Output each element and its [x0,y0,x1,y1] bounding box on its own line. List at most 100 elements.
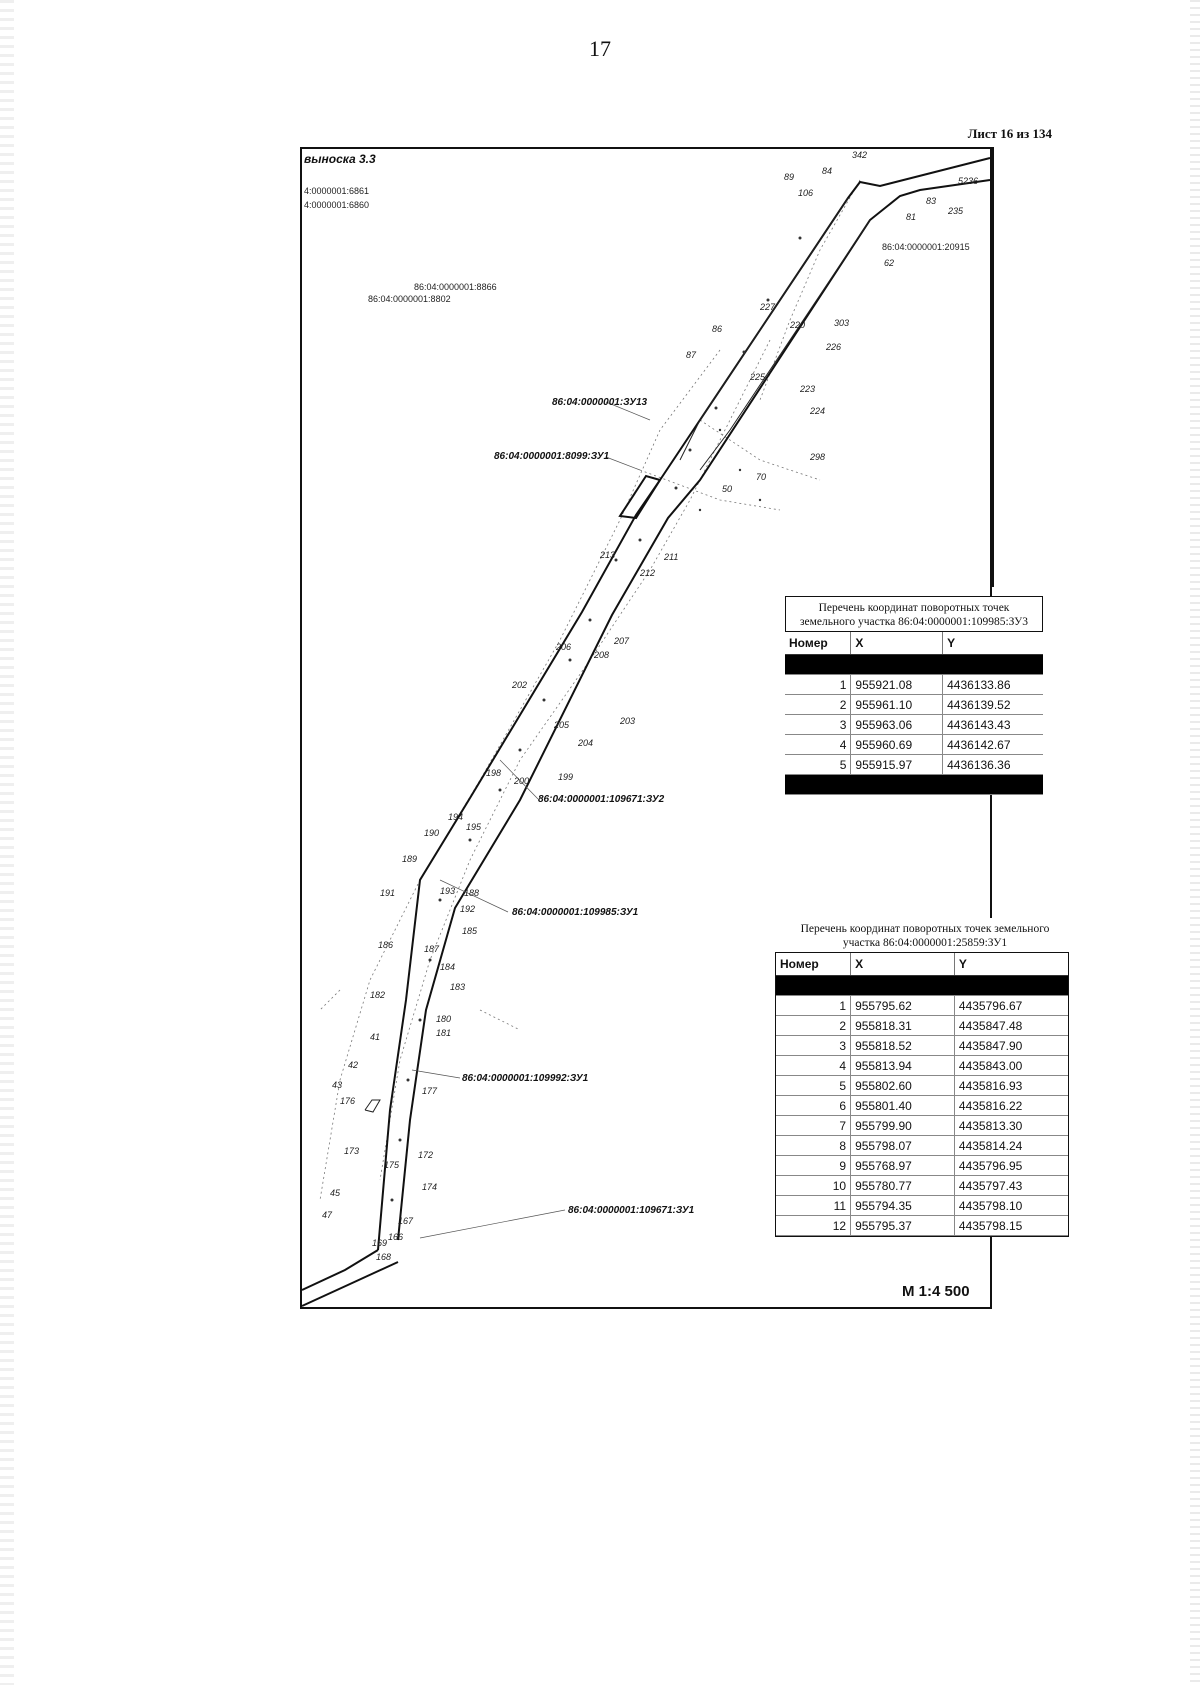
cell-y: 4435798.10 [954,1195,1068,1216]
point-label: 83 [926,196,936,206]
column-header-x: X [850,632,944,655]
black-bar-row [785,654,1043,675]
page-number: 17 [589,36,611,61]
point-label: 47 [322,1210,333,1220]
point-label: 167 [398,1216,414,1226]
cadastral-labels: 4:0000001:6861 4:0000001:6860 86:04:0000… [304,186,970,304]
point-label: 50 [722,484,732,494]
cell-x: 955780.77 [850,1175,955,1196]
table-row: 2 955961.10 4436139.52 [785,694,1043,715]
column-header-y: Y [954,953,1068,976]
cell-y: 4435843.00 [954,1055,1068,1076]
cell-y: 4435816.93 [954,1075,1068,1096]
cell-number: 3 [776,1035,852,1056]
point-label: 106 [798,188,813,198]
parcel-label: 86:04:0000001:109985:ЗУ1 [512,907,639,918]
corner-label: 4:0000001:6860 [304,200,369,210]
point-label: 45 [330,1188,341,1198]
survey-points [390,236,802,1202]
column-header-x: X [850,953,955,976]
point-label: 184 [440,962,455,972]
cell-y: 4435813.30 [954,1115,1068,1136]
point-label: 182 [370,990,385,1000]
point-label: 173 [344,1146,359,1156]
point-label: 43 [332,1080,342,1090]
table-row: 1 955921.08 4436133.86 [785,674,1043,695]
cell-y: 4436136.36 [942,754,1043,775]
point-label: 298 [809,452,825,462]
point-label: 223 [799,384,815,394]
cell-number: 2 [776,1015,852,1036]
point-label: 86 [712,324,722,334]
cell-y: 4436133.86 [942,674,1043,695]
cell-x: 955802.60 [850,1075,955,1096]
coordinates-table-2-title: Перечень координат поворотных точек земе… [800,923,1050,949]
point-label: 203 [619,716,635,726]
point-label: 204 [577,738,593,748]
point-label: 227 [759,302,776,312]
table-header-row: Номер X Y [785,632,1043,655]
coordinates-table-2: Перечень координат поворотных точек земе… [775,918,1075,1237]
cell-number: 10 [776,1175,852,1196]
scan-edge-left [0,0,14,1685]
point-label: 193 [440,886,455,896]
table-row: 4 955960.69 4436142.67 [785,734,1043,755]
coordinates-table-1: Перечень координат поворотных точек земе… [785,596,1043,795]
cell-x: 955818.52 [850,1035,955,1056]
cell-x: 955798.07 [850,1135,955,1156]
cell-y: 4435796.67 [954,995,1068,1016]
cell-x: 955795.62 [850,995,955,1016]
cell-y: 4435797.43 [954,1175,1068,1196]
coordinates-table-1-title: Перечень координат поворотных точек земе… [799,602,1029,628]
table-header-row: Номер X Y [776,953,1068,976]
cell-y: 4435814.24 [954,1135,1068,1156]
corner-label: 4:0000001:6861 [304,186,369,196]
column-header-number: Номер [785,632,852,655]
point-label: 303 [834,318,849,328]
cadastral-label: 86:04:0000001:8866 [414,282,497,292]
black-bar-row [785,774,1043,795]
point-label: 185 [462,926,478,936]
sheet-label: Лист 16 из 134 [967,126,1052,141]
point-label: 189 [402,854,417,864]
parcel-label: 86:04:0000001:109671:ЗУ1 [568,1205,695,1216]
point-label: 41 [370,1032,380,1042]
point-label: 81 [906,212,916,222]
cell-number: 6 [776,1095,852,1116]
cell-x: 955818.31 [850,1015,955,1036]
cell-number: 5 [785,754,852,775]
cell-y: 4435847.48 [954,1015,1068,1036]
point-label: 213 [599,550,615,560]
coordinates-table-1-frame: Перечень координат поворотных точек земе… [785,596,1043,632]
point-label: 70 [756,472,766,482]
cell-number: 4 [776,1055,852,1076]
cell-y: 4436139.52 [942,694,1043,715]
cadastral-label: 86:04:0000001:20915 [882,242,970,252]
map-frame-edge [990,147,994,587]
leader-lines [411,401,651,1239]
cell-number: 5 [776,1075,852,1096]
black-bar-row [776,975,1068,996]
point-label: 200 [513,776,529,786]
cell-x: 955813.94 [850,1055,955,1076]
point-label: 342 [852,150,867,160]
point-label: 199 [558,772,573,782]
point-label: 42 [348,1060,358,1070]
cell-x: 955795.37 [850,1215,955,1236]
cell-number: 4 [785,734,852,755]
coordinates-table-1-grid: Номер X Y 1 955921.08 4436133.86 2 95596… [785,632,1043,795]
point-label: 187 [424,944,440,954]
point-label: 168 [376,1252,391,1262]
point-label: 194 [448,812,463,822]
point-label: 5236 [958,176,978,186]
parcel-labels: 86:04:0000001:ЗУ13 86:04:0000001:8099:ЗУ… [462,397,695,1216]
